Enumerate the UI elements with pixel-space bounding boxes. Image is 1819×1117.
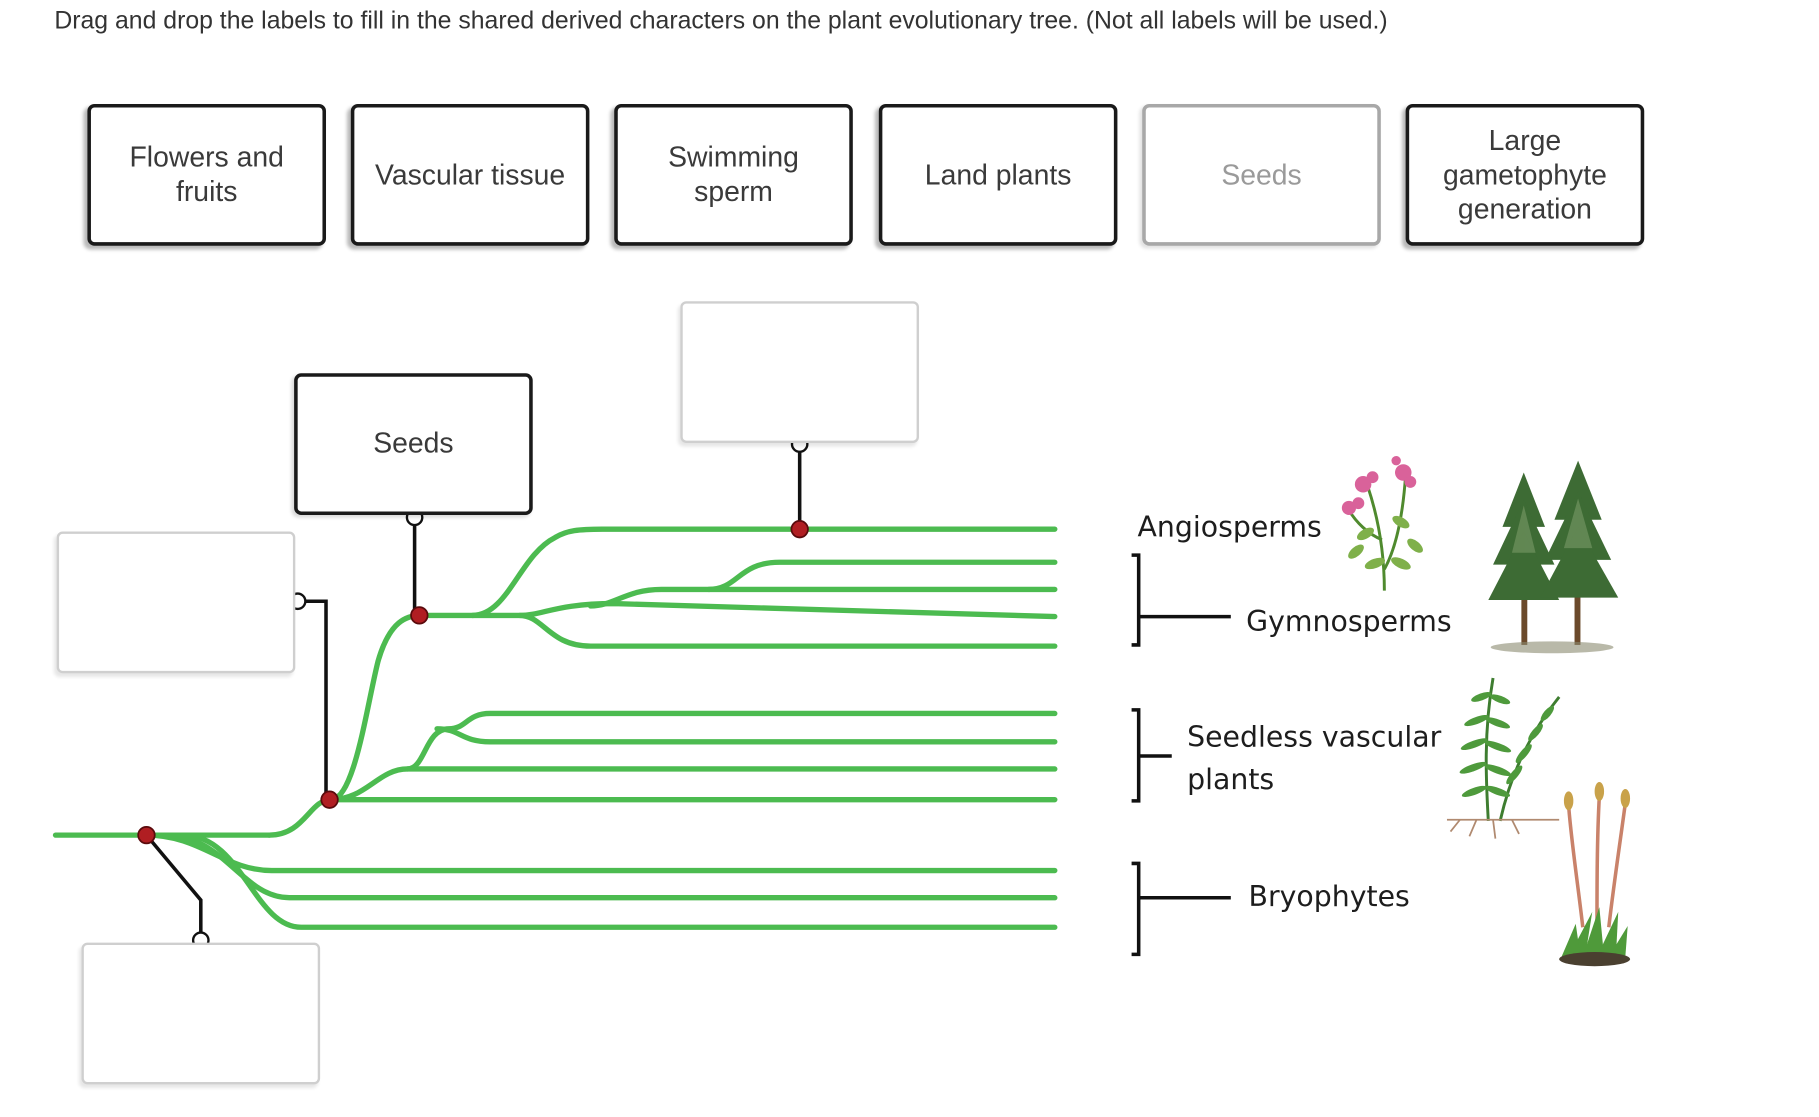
bryophyte-bracket (1131, 861, 1231, 957)
gymno-branch-4 (706, 559, 1058, 593)
bryophyte-branch-3 (180, 832, 1058, 930)
label-text: Swimming sperm (668, 141, 799, 208)
label-text: Vascular tissue (375, 158, 566, 191)
group-label-bryophytes: Bryophytes (1248, 879, 1410, 914)
conifer-trees-icon (1488, 460, 1619, 654)
vascular-stem (266, 797, 334, 838)
label-text: Large gametophyte generation (1442, 124, 1607, 226)
moss-icon (1559, 781, 1631, 967)
drop-target-seeds-filled[interactable]: Seeds (294, 373, 533, 516)
fern-icon (1446, 677, 1561, 839)
group-brackets (1131, 553, 1231, 957)
node-land-plants (137, 825, 156, 845)
group-label-gymnosperms: Gymnosperms (1246, 604, 1452, 638)
group-label-angiosperms: Angiosperms (1137, 510, 1322, 544)
label-text: Seeds (1221, 158, 1302, 191)
label-text: Land plants (924, 158, 1072, 191)
drop-target-root-node[interactable] (81, 942, 321, 1085)
vascular-connector (297, 599, 328, 800)
gymno-branch-1 (417, 612, 1058, 649)
angiosperm-branch (469, 526, 1058, 619)
tree-nodes (137, 520, 809, 845)
group-label-seedless-line2: plants (1187, 763, 1275, 797)
label-seeds-used: Seeds (1142, 103, 1381, 246)
label-swimming-sperm[interactable]: Swimming sperm (614, 103, 853, 246)
connectors (145, 444, 802, 941)
drop-target-vascular-node[interactable] (56, 531, 296, 674)
gymnosperm-bracket (1131, 553, 1231, 647)
label-vascular-tissue[interactable]: Vascular tissue (350, 103, 590, 246)
label-large-gametophyte-generation[interactable]: Large gametophyte generation (1405, 103, 1645, 246)
tree-branches (52, 526, 1058, 930)
node-flowers (790, 520, 809, 539)
gymno-branch-3 (587, 586, 1058, 609)
seedless-branch-2 (328, 766, 1058, 803)
instructions-text: Drag and drop the labels to fill in the … (54, 7, 1388, 35)
bryophyte-branch-2 (162, 832, 1058, 901)
root-connector (145, 833, 203, 941)
label-text: Flowers and fruits (129, 141, 284, 208)
seedless-bracket (1131, 708, 1172, 803)
seed-stem (328, 612, 424, 803)
flowering-plant-icon (1341, 455, 1423, 591)
node-vascular (320, 790, 339, 809)
seedless-branch-4 (434, 726, 1058, 745)
label-land-plants[interactable]: Land plants (878, 103, 1118, 246)
bryophyte-branch-1 (143, 832, 1058, 874)
group-label-seedless-line1: Seedless vascular (1187, 720, 1442, 754)
label-flowers-and-fruits[interactable]: Flowers and fruits (87, 103, 327, 246)
placed-label-text: Seeds (373, 427, 454, 460)
drop-target-top-node[interactable] (680, 301, 919, 443)
node-seeds (410, 606, 429, 625)
